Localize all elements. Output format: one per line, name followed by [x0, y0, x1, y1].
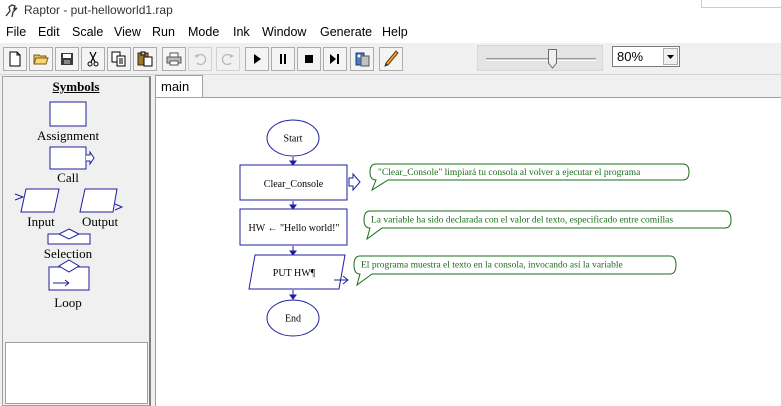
menu-window[interactable]: Window	[262, 25, 307, 39]
new-file-button[interactable]	[3, 47, 27, 71]
comment-3[interactable]: El programa muestra el texto en la conso…	[353, 255, 677, 287]
variables-watch-box[interactable]	[5, 342, 148, 404]
start-terminal[interactable]	[266, 119, 320, 157]
redo-icon	[221, 53, 234, 65]
call-label: Call	[57, 170, 79, 185]
call-symbol-arrow	[86, 150, 95, 166]
test-server-icon	[355, 52, 370, 67]
call-clear-console-box[interactable]	[239, 164, 348, 201]
comment-2-text: La variable ha sido declarada con el val…	[371, 215, 673, 226]
menu-bar: File Edit Scale View Run Mode Ink Window…	[0, 22, 781, 43]
new-file-icon	[9, 51, 21, 67]
comment-3-text: El programa muestra el texto en la conso…	[361, 261, 623, 271]
symbols-panel: Symbols Assignment Call Input Output Sel…	[2, 76, 151, 406]
undo-icon	[194, 53, 207, 65]
raptor-logo-icon	[5, 4, 18, 18]
start-label: Start	[284, 134, 303, 145]
selection-label: Selection	[43, 246, 93, 261]
output-symbol-arrow	[114, 203, 124, 211]
paste-button[interactable]	[133, 47, 157, 71]
save-disk-icon	[61, 53, 73, 65]
title-bar: Raptor - put-helloworld1.rap	[0, 0, 781, 22]
test-server-button[interactable]	[350, 47, 374, 71]
save-button[interactable]	[55, 47, 79, 71]
title-bar-controls[interactable]	[701, 0, 781, 8]
menu-generate[interactable]: Generate	[320, 25, 373, 39]
step-icon	[330, 54, 339, 64]
flowchart-diagram: Start Clear_Console HW ← "Hello world!" …	[239, 119, 732, 337]
stop-icon	[305, 55, 313, 63]
call-arrow-icon	[348, 172, 361, 192]
output-label: PUT HW¶	[273, 268, 316, 279]
comment-2[interactable]: La variable ha sido declarada con el val…	[363, 210, 732, 241]
menu-mode[interactable]: Mode	[188, 25, 220, 39]
pause-icon	[280, 54, 286, 64]
assignment-symbol[interactable]	[49, 101, 87, 127]
print-button[interactable]	[162, 47, 186, 71]
copy-button[interactable]	[107, 47, 131, 71]
assignment-label: HW ← "Hello world!"	[248, 223, 339, 234]
flowchart-canvas[interactable]: Start Clear_Console HW ← "Hello world!" …	[155, 97, 781, 406]
print-icon	[166, 52, 182, 66]
call-clear-console-label: Clear_Console	[264, 179, 324, 190]
output-arrow-icon	[334, 275, 349, 285]
assignment-box[interactable]	[239, 208, 348, 246]
cut-icon	[87, 51, 99, 67]
end-label: End	[285, 314, 301, 325]
output-label: Output	[81, 214, 119, 229]
zoom-dropdown-button[interactable]	[663, 48, 678, 65]
window-title: Raptor - put-helloworld1.rap	[24, 3, 173, 17]
tab-main-label: main	[161, 79, 190, 94]
loop-symbol-diamond	[58, 259, 80, 273]
menu-view[interactable]: View	[114, 25, 141, 39]
open-folder-icon	[33, 54, 49, 65]
open-button[interactable]	[29, 47, 53, 71]
zoom-slider-track[interactable]	[486, 58, 596, 61]
play-button[interactable]	[245, 47, 269, 71]
step-button[interactable]	[323, 47, 347, 71]
tab-main[interactable]: main	[155, 75, 203, 98]
menu-file[interactable]: File	[6, 25, 27, 39]
paste-icon	[137, 51, 153, 67]
menu-edit[interactable]: Edit	[38, 25, 60, 39]
menu-run[interactable]: Run	[152, 25, 175, 39]
menu-help[interactable]: Help	[382, 25, 408, 39]
assignment-label: Assignment	[36, 128, 100, 143]
comment-1[interactable]: "Clear_Console" limpiará tu consola al v…	[369, 163, 690, 192]
chevron-down-icon	[667, 54, 674, 59]
copy-icon	[111, 51, 126, 67]
redo-button[interactable]	[216, 47, 240, 71]
zoom-value: 80%	[617, 49, 644, 64]
symbols-palette	[14, 101, 124, 291]
zoom-slider-thumb[interactable]	[547, 49, 557, 69]
zoom-select[interactable]: 80%	[612, 46, 680, 67]
input-symbol[interactable]	[20, 188, 60, 213]
comment-1-text: "Clear_Console" limpiará tu consola al v…	[378, 168, 641, 178]
menu-ink[interactable]: Ink	[233, 25, 250, 39]
ink-pen-button[interactable]	[379, 47, 403, 71]
call-symbol[interactable]	[49, 146, 87, 170]
stop-button[interactable]	[297, 47, 321, 71]
symbols-title: Symbols	[52, 79, 100, 94]
menu-scale[interactable]: Scale	[72, 25, 104, 39]
output-box[interactable]	[248, 254, 346, 290]
pause-button[interactable]	[271, 47, 295, 71]
input-symbol-arrow	[14, 193, 25, 201]
loop-label: Loop	[54, 295, 82, 310]
cut-button[interactable]	[81, 47, 105, 71]
end-terminal[interactable]	[266, 299, 320, 337]
play-icon	[254, 54, 261, 64]
selection-symbol-diamond	[57, 228, 81, 240]
zoom-slider[interactable]	[477, 45, 603, 71]
output-symbol[interactable]	[79, 188, 118, 213]
flow-connectors	[289, 157, 297, 300]
input-label: Input	[27, 214, 55, 229]
pen-icon	[384, 50, 399, 67]
loop-symbol-arrow	[53, 279, 70, 287]
undo-button[interactable]	[188, 47, 212, 71]
